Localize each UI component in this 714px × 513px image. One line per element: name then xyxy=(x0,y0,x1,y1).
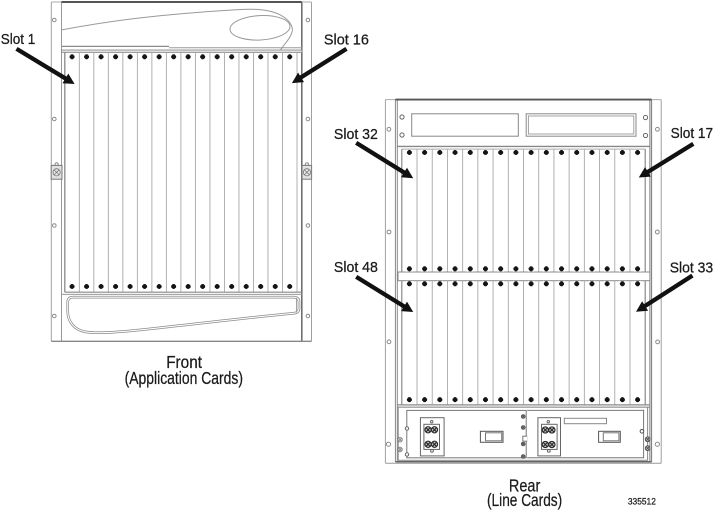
svg-text:(Application Cards): (Application Cards) xyxy=(125,368,243,388)
svg-text:Slot 1: Slot 1 xyxy=(1,32,36,48)
svg-text:Slot 16: Slot 16 xyxy=(324,33,369,49)
svg-text:Slot 32: Slot 32 xyxy=(334,127,378,143)
svg-text:335512: 335512 xyxy=(628,497,656,508)
svg-text:Slot 33: Slot 33 xyxy=(670,260,714,276)
svg-text:Front: Front xyxy=(166,352,202,372)
svg-text:(Line Cards): (Line Cards) xyxy=(487,490,562,510)
svg-text:Rear: Rear xyxy=(509,475,541,495)
svg-text:Slot 48: Slot 48 xyxy=(334,260,378,276)
svg-text:Slot 17: Slot 17 xyxy=(671,126,714,142)
